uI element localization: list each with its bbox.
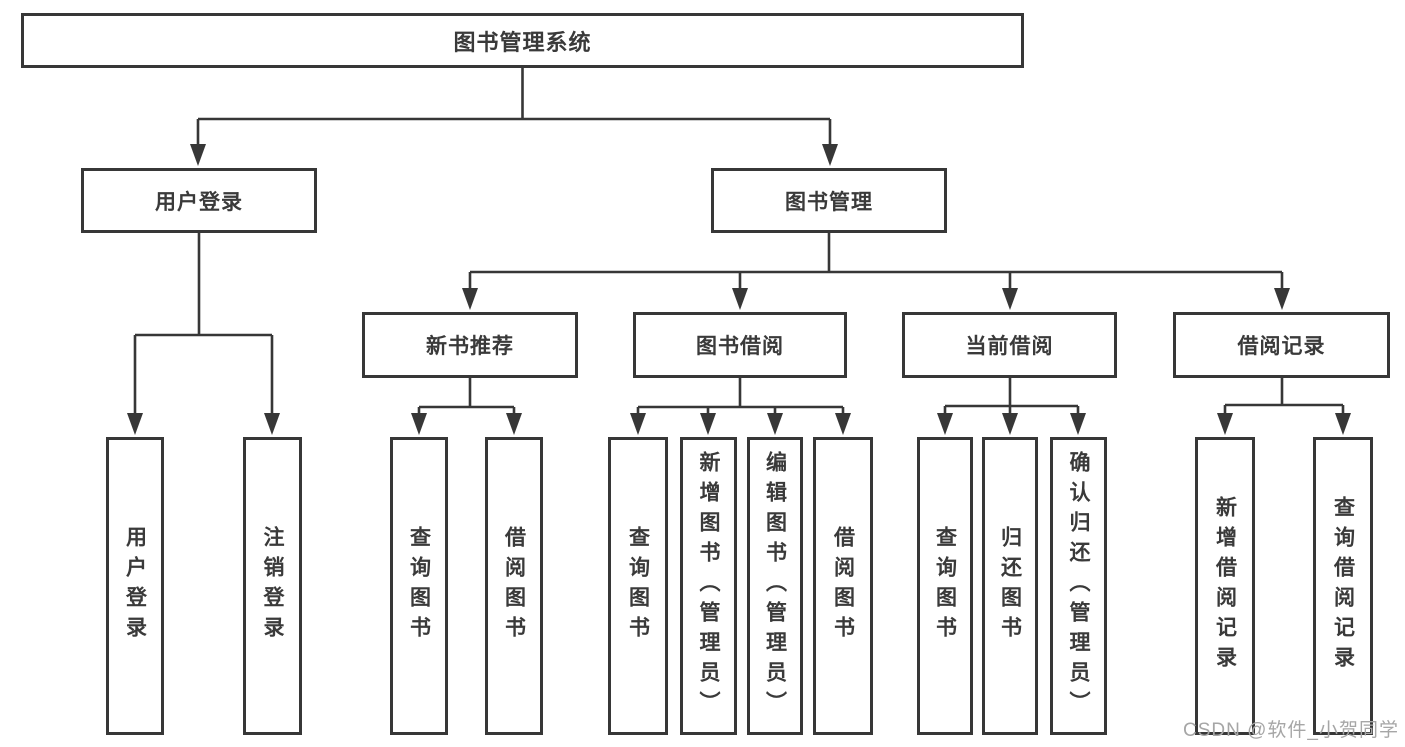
- node-user-login: 用户登录: [81, 168, 317, 233]
- leaf-return-book: 归还图书: [982, 437, 1038, 735]
- leaf-edit-book-admin: 编辑图书（管理员）: [747, 437, 803, 735]
- leaf-query-book-borrow-label: 查询图书: [626, 526, 650, 646]
- leaf-return-book-label: 归还图书: [998, 526, 1022, 646]
- leaf-user-login-label: 用户登录: [123, 526, 147, 646]
- node-new-book-recommend: 新书推荐: [362, 312, 578, 378]
- node-root-label: 图书管理系统: [453, 29, 592, 55]
- node-borrow-records: 借阅记录: [1173, 312, 1390, 378]
- leaf-borrow-book-recommend-label: 借阅图书: [502, 526, 526, 646]
- leaf-edit-book-admin-label: 编辑图书（管理员）: [763, 451, 787, 721]
- leaf-add-borrow-record-label: 新增借阅记录: [1213, 496, 1237, 676]
- watermark: CSDN @软件_小贺同学: [1183, 720, 1399, 741]
- node-book-borrow: 图书借阅: [633, 312, 847, 378]
- node-book-management: 图书管理: [711, 168, 947, 233]
- leaf-confirm-return-admin: 确认归还（管理员）: [1050, 437, 1107, 735]
- node-book-management-label: 图书管理: [785, 190, 873, 214]
- leaf-query-book-current-label: 查询图书: [933, 526, 957, 646]
- node-book-borrow-label: 图书借阅: [696, 335, 784, 358]
- leaf-add-book-admin: 新增图书（管理员）: [680, 437, 737, 735]
- node-borrow-records-label: 借阅记录: [1237, 335, 1326, 358]
- leaf-query-book-borrow: 查询图书: [608, 437, 668, 735]
- leaf-borrow-book-recommend: 借阅图书: [485, 437, 543, 735]
- leaf-query-borrow-record: 查询借阅记录: [1313, 437, 1373, 735]
- leaf-add-borrow-record: 新增借阅记录: [1195, 437, 1255, 735]
- node-current-borrow-label: 当前借阅: [965, 335, 1054, 358]
- node-root: 图书管理系统: [21, 13, 1024, 68]
- leaf-borrow-book: 借阅图书: [813, 437, 873, 735]
- leaf-borrow-book-label: 借阅图书: [831, 526, 855, 646]
- node-user-login-label: 用户登录: [155, 190, 243, 214]
- leaf-confirm-return-admin-label: 确认归还（管理员）: [1067, 451, 1090, 721]
- node-current-borrow: 当前借阅: [902, 312, 1117, 378]
- leaf-query-book-recommend-label: 查询图书: [407, 526, 431, 646]
- leaf-logout-label: 注销登录: [261, 526, 284, 646]
- leaf-query-book-recommend: 查询图书: [390, 437, 448, 735]
- leaf-logout: 注销登录: [243, 437, 302, 735]
- leaf-query-borrow-record-label: 查询借阅记录: [1331, 496, 1355, 676]
- node-new-book-recommend-label: 新书推荐: [426, 335, 514, 358]
- leaf-add-book-admin-label: 新增图书（管理员）: [697, 451, 720, 721]
- leaf-query-book-current: 查询图书: [917, 437, 973, 735]
- leaf-user-login: 用户登录: [106, 437, 164, 735]
